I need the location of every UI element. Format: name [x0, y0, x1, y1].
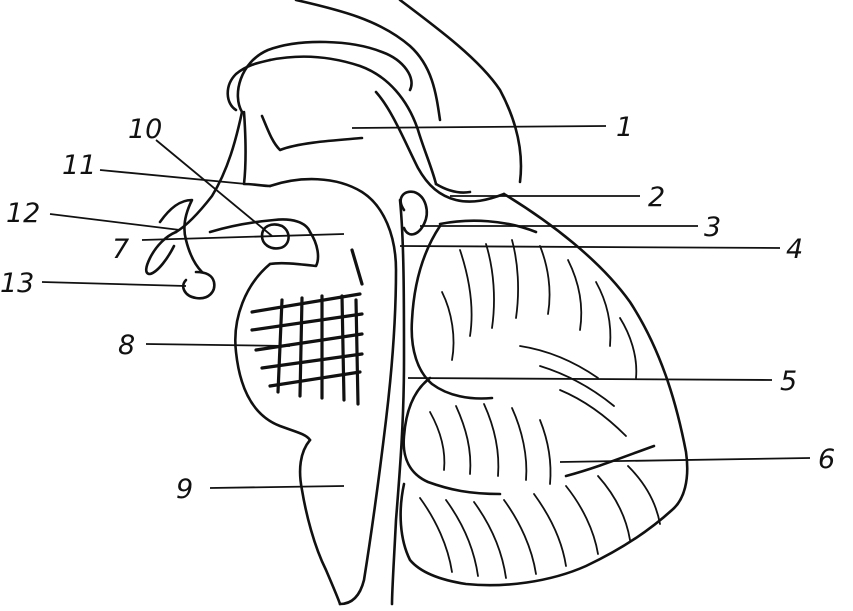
leader-1: [351, 125, 607, 129]
label-2: 2: [648, 182, 665, 213]
leader-lines: [41, 125, 811, 489]
brain-outline: [144, 0, 689, 606]
label-10: 10: [128, 114, 162, 145]
leader-11: [99, 169, 247, 185]
leader-13: [41, 281, 187, 287]
leader-4: [399, 245, 781, 249]
leader-7: [141, 233, 345, 241]
label-7: 7: [112, 234, 129, 265]
label-11: 11: [62, 150, 96, 181]
leader-12: [49, 213, 181, 231]
leader-9: [209, 485, 345, 489]
leader-6: [559, 457, 811, 463]
number-labels: 1 2 3 4 5 6 7 8 9 10 11 12 13: [0, 112, 835, 505]
leader-10: [155, 139, 273, 237]
leader-8: [145, 343, 291, 347]
label-4: 4: [786, 234, 803, 265]
label-1: 1: [616, 112, 633, 143]
label-13: 13: [0, 268, 34, 299]
label-3: 3: [704, 212, 721, 243]
label-5: 5: [780, 366, 797, 397]
label-6: 6: [818, 444, 835, 475]
label-8: 8: [118, 330, 135, 361]
label-12: 12: [6, 198, 40, 229]
leader-5: [407, 377, 773, 381]
label-9: 9: [176, 474, 193, 505]
pons-hatching: [250, 248, 364, 406]
cerebellum-folia: [419, 239, 661, 579]
